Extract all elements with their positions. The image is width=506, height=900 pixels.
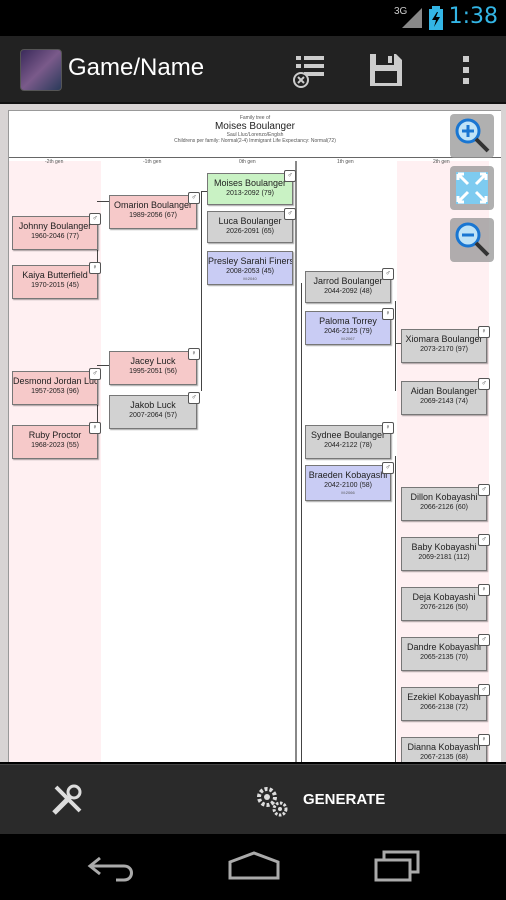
app-icon[interactable] xyxy=(20,49,62,91)
female-icon: ♀ xyxy=(478,734,490,746)
male-icon: ♂ xyxy=(188,392,200,404)
male-icon: ♂ xyxy=(284,208,296,220)
female-icon: ♀ xyxy=(382,422,394,434)
remove-list-icon[interactable] xyxy=(290,50,330,90)
person-card[interactable]: Aidan Boulanger 2069-2143 (74) ♂ xyxy=(401,378,490,415)
zoom-in-icon xyxy=(455,118,490,153)
bottom-toolbar: GENERATE xyxy=(0,764,506,835)
person-card[interactable]: Ruby Proctor 1968-2023 (55) ♀ xyxy=(12,422,101,459)
generate-label: GENERATE xyxy=(303,791,386,808)
fit-screen-button[interactable] xyxy=(450,166,494,210)
gen-label: -1th gen xyxy=(143,159,162,165)
person-card[interactable]: Dillon Kobayashi 2066-2126 (60) ♂ xyxy=(401,484,490,521)
female-icon: ♀ xyxy=(478,326,490,338)
spouse-card[interactable]: Paloma Torrey 2046-2125 (79) M:2067 ♀ xyxy=(305,308,394,345)
gen-label: -2th gen xyxy=(45,159,64,165)
zoom-out-icon xyxy=(455,222,490,257)
male-icon: ♂ xyxy=(382,462,394,474)
tree-header: Family tree of Moises Boulanger Saul Llu… xyxy=(9,115,501,144)
overflow-menu-icon[interactable] xyxy=(446,50,486,90)
generate-button[interactable]: GENERATE xyxy=(250,765,410,835)
signal-icon xyxy=(402,8,422,28)
person-card[interactable]: Jarrod Boulanger 2044-2092 (48) ♂ xyxy=(305,268,394,303)
male-icon: ♂ xyxy=(478,378,490,390)
person-card[interactable]: Ezekiel Kobayashi 2066-2138 (72) ♂ xyxy=(401,684,490,721)
status-bar: 3G 1:38 xyxy=(0,0,506,36)
person-card[interactable]: Dianna Kobayashi 2067-2135 (68) ♀ xyxy=(401,734,490,762)
person-card[interactable]: Kaiya Butterfield 1970-2015 (45) ♀ xyxy=(12,262,101,299)
male-icon: ♂ xyxy=(382,268,394,280)
recent-apps-icon[interactable] xyxy=(372,850,422,882)
person-card[interactable]: Dandre Kobayashi 2065-2135 (70) ♂ xyxy=(401,634,490,671)
male-icon: ♂ xyxy=(478,634,490,646)
person-card[interactable]: Omarion Boulanger 1989-2056 (67) ♂ xyxy=(109,192,200,229)
tree-canvas[interactable]: Family tree of Moises Boulanger Saul Llu… xyxy=(0,104,506,762)
female-icon: ♀ xyxy=(478,584,490,596)
app-title: Game/Name xyxy=(68,54,205,81)
person-card[interactable]: Xiomara Boulanger 2073-2170 (97) ♀ xyxy=(401,326,490,363)
spouse-card[interactable]: Braeden Kobayashi 2042-2100 (58) M:2066 … xyxy=(305,462,394,501)
status-time: 1:38 xyxy=(448,4,498,29)
zoom-in-button[interactable] xyxy=(450,114,494,158)
male-icon: ♂ xyxy=(188,192,200,204)
person-card[interactable]: Deja Kobayashi 2076-2126 (50) ♀ xyxy=(401,584,490,621)
person-card[interactable]: Baby Kobayashi 2069-2181 (112) ♂ xyxy=(401,534,490,571)
male-icon: ♂ xyxy=(478,534,490,546)
save-icon[interactable] xyxy=(366,50,406,90)
male-icon: ♂ xyxy=(284,170,296,182)
navigation-bar xyxy=(0,834,506,900)
person-card[interactable]: Jacey Luck 1995-2051 (56) ♀ xyxy=(109,348,200,385)
person-card[interactable]: Jakob Luck 2007-2064 (57) ♂ xyxy=(109,392,200,429)
gears-icon xyxy=(257,787,288,817)
zoom-out-button[interactable] xyxy=(450,218,494,262)
family-tree[interactable]: Family tree of Moises Boulanger Saul Llu… xyxy=(8,110,501,762)
person-card[interactable]: Johnny Boulanger 1960-2046 (77) ♂ xyxy=(12,213,101,250)
fit-screen-icon xyxy=(456,172,488,204)
back-icon[interactable] xyxy=(86,852,140,882)
tools-icon[interactable] xyxy=(50,783,84,817)
male-icon: ♂ xyxy=(478,484,490,496)
person-card[interactable]: Desmond Jordan Luck 1957-2053 (96) ♂ xyxy=(12,368,101,405)
root-person-card[interactable]: Moises Boulanger 2013-2092 (79) ♂ xyxy=(207,170,296,205)
root-name: Moises Boulanger xyxy=(214,121,296,132)
female-icon: ♀ xyxy=(89,262,101,274)
action-bar: Game/Name xyxy=(0,36,506,104)
female-icon: ♀ xyxy=(382,308,394,320)
home-icon[interactable] xyxy=(226,850,282,880)
female-icon: ♀ xyxy=(188,348,200,360)
male-icon: ♂ xyxy=(89,213,101,225)
male-icon: ♂ xyxy=(89,368,101,380)
gen-label: 0th gen xyxy=(239,159,256,165)
female-icon: ♀ xyxy=(89,422,101,434)
spouse-card[interactable]: Presley Sarahi Finers 2008-2053 (45) M:2… xyxy=(207,251,293,285)
person-card[interactable]: Luca Boulanger 2026-2091 (65) ♂ xyxy=(207,208,296,243)
network-type: 3G xyxy=(394,6,408,17)
gen-label: 1th gen xyxy=(337,159,354,165)
person-card[interactable]: Sydnee Boulanger 2044-2122 (78) ♀ xyxy=(305,422,394,459)
battery-icon xyxy=(429,6,443,30)
male-icon: ♂ xyxy=(478,684,490,696)
gen-label: 2th gen xyxy=(433,159,450,165)
